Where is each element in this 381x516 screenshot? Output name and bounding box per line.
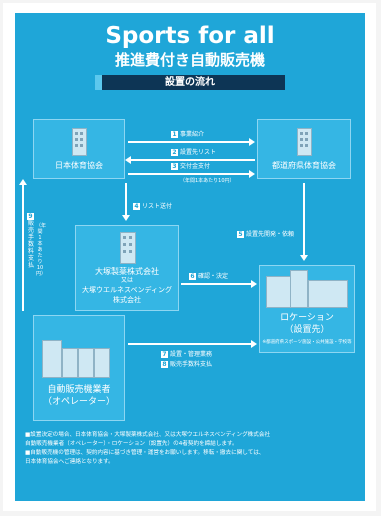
node-label: 日本体育協会 — [55, 161, 103, 170]
arrow-step7 — [128, 343, 252, 345]
arrow-step3 — [128, 173, 250, 175]
node-label: （オペレーター） — [42, 397, 115, 407]
node-otsuka: 大塚製薬株式会社 又は 大塚ウエルネスベンディング 株式会社 — [75, 225, 179, 311]
poster-frame: Sports for all 推進費付き自動販売機 設置の流れ 日本体育協会 都… — [3, 3, 376, 511]
vending-machine-icon — [78, 348, 94, 378]
node-label: 都道府県体育協会 — [272, 161, 336, 170]
arrowhead-step6 — [251, 280, 257, 288]
arrow-step4 — [125, 183, 127, 215]
node-operator: 自動販売機業者 （オペレーター） — [33, 315, 125, 421]
footnotes: ■設置決定の場合、日本体育協会・大塚製薬株式会社、又は大塚ウエルネスベンディング… — [25, 431, 355, 467]
footnote-line: 日本体育協会へご連絡となります。 — [25, 459, 114, 465]
step-note: （年間1本あたり10円） — [180, 178, 235, 184]
arrowhead-step7 — [251, 340, 257, 348]
node-label: 株式会社 — [113, 296, 141, 304]
node-label: 自動販売機業者 — [47, 385, 111, 395]
arrow-step6 — [181, 283, 251, 285]
building-icon — [42, 340, 62, 378]
footnote-line: ■自動販売機の管理は、契約内容に基づき管理・運営をお願いします。移転・撤去に関し… — [25, 450, 265, 456]
node-label-or: 又は — [120, 277, 133, 284]
arrow-step2 — [131, 159, 255, 161]
vending-machine-icon — [62, 348, 78, 378]
flow-heading-bar: 設置の流れ — [95, 75, 285, 90]
building-icon — [120, 232, 136, 264]
node-japan-sports-assoc: 日本体育協会 — [33, 119, 125, 179]
footnote-line: ■設置決定の場合、日本体育協会・大塚製薬株式会社、又は大塚ウエルネスベンディング… — [25, 432, 271, 438]
poster-title: Sports for all — [105, 23, 275, 49]
arrow-step9 — [22, 185, 24, 311]
step-label-vertical: 9 販売手数料支払 — [27, 213, 34, 269]
building-icon — [72, 128, 87, 156]
arrow-step5 — [303, 183, 305, 255]
flow-heading-tab — [95, 75, 102, 90]
arrowhead-step5 — [300, 255, 308, 261]
vending-machine-icon — [94, 348, 110, 378]
building-icon — [266, 276, 292, 308]
arrowhead-step1 — [249, 138, 255, 146]
building-icon — [290, 270, 308, 308]
arrowhead-step9 — [19, 179, 27, 185]
arrow-step1 — [128, 141, 250, 143]
node-label: 大塚製薬株式会社 — [95, 267, 159, 276]
node-label: 大塚ウエルネスベンディング — [81, 286, 173, 294]
flow-heading-label: 設置の流れ — [165, 77, 215, 88]
node-caption: ※都道府県スポーツ施設・公共施設・学校等 — [262, 340, 352, 345]
node-label: （設置先） — [284, 325, 330, 335]
poster-panel: Sports for all 推進費付き自動販売機 設置の流れ 日本体育協会 都… — [15, 13, 365, 501]
poster-subtitle: 推進費付き自動販売機 — [114, 51, 265, 69]
footnote-line: 自動販売機業者（オペレーター）・ロケーション（設置先）の4者契約を締結します。 — [25, 441, 238, 447]
step-note-vertical: （年間1本あたり10円） — [36, 223, 47, 277]
building-icon — [308, 280, 348, 308]
node-label: ロケーション — [280, 313, 334, 323]
node-prefectural-assoc: 都道府県体育協会 — [257, 119, 351, 179]
arrowhead-step3 — [249, 170, 255, 178]
building-icon — [297, 128, 312, 156]
arrowhead-step2 — [125, 156, 131, 164]
node-location: ロケーション （設置先） ※都道府県スポーツ施設・公共施設・学校等 — [259, 265, 355, 353]
arrowhead-step4 — [122, 215, 130, 221]
